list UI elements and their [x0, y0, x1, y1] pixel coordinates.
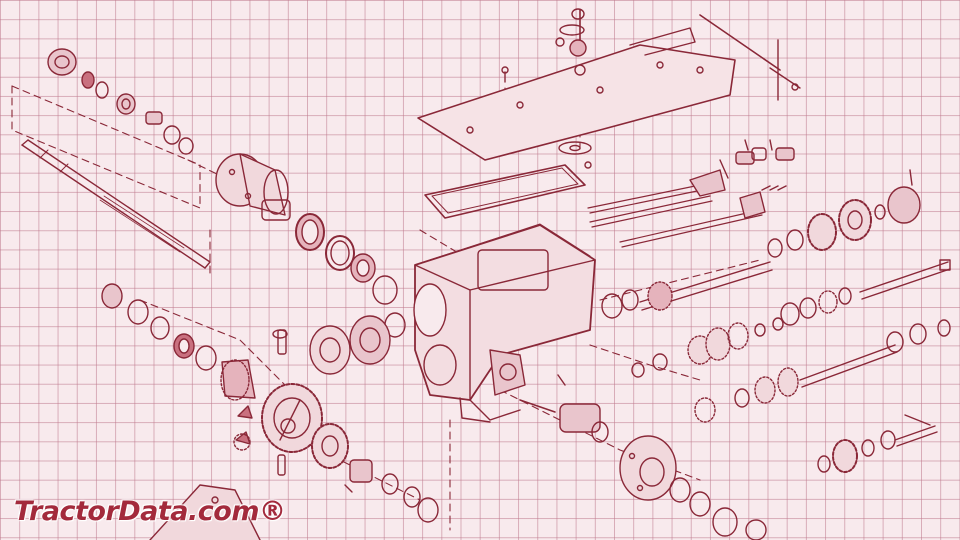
shift-rails [587, 139, 773, 248]
main-shaft [601, 259, 951, 319]
top-cover-gasket [424, 164, 586, 219]
bottom-cover-plate [149, 484, 261, 540]
input-bearing-stack [47, 48, 194, 155]
tractordata-watermark: TractorData.com® [14, 496, 286, 527]
transmission-case [413, 223, 596, 423]
differential-assembly [220, 329, 323, 476]
cover-hardware [558, 141, 592, 169]
rear-axle-flange [519, 374, 767, 540]
side-bearing-housing [309, 315, 391, 375]
differential-bearing-stack [101, 283, 217, 371]
front-bearing-retainer [215, 153, 291, 221]
upper-gear-cluster [767, 169, 921, 258]
reverse-idler-shaft [817, 414, 938, 473]
final-drive-pinion [311, 423, 439, 523]
shift-fork-pins [735, 147, 795, 191]
input-shaft [21, 139, 211, 269]
top-cover-plate [417, 27, 736, 161]
seal-rings [295, 213, 406, 338]
countershaft-gears [631, 287, 951, 423]
shift-lever-assembly [501, 8, 801, 101]
